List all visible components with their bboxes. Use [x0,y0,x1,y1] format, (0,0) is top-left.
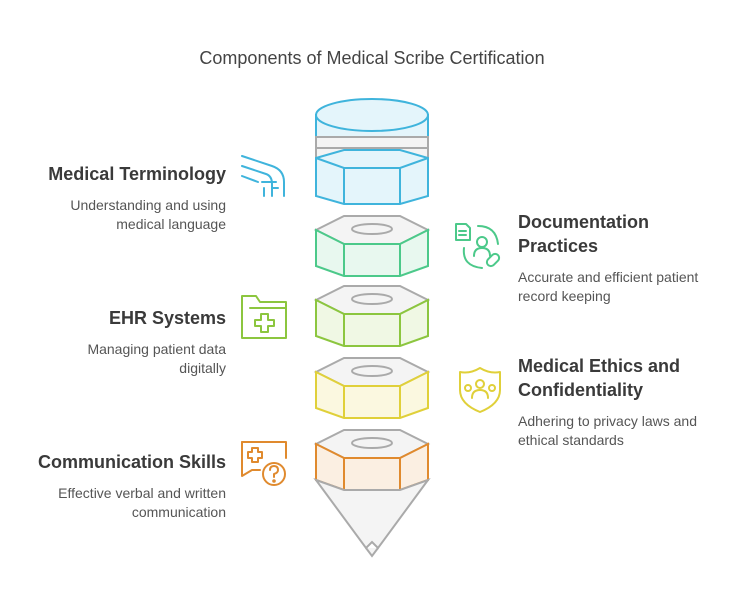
component-description: Effective verbal and written communicati… [0,484,226,522]
component-communication-skills: Communication Skills Effective verbal an… [0,450,226,522]
component-heading: Medical Ethics and Confidentiality [518,354,728,402]
component-documentation-practices: Documentation Practices Accurate and eff… [518,210,728,306]
component-description: Accurate and efficient patient record ke… [518,268,728,306]
description-line: Effective verbal and written [58,485,226,501]
chat-question-icon [241,441,287,486]
heading-line: Documentation [518,212,650,232]
description-line: Understanding and using [70,197,226,213]
pencil-segment-lime [313,285,431,347]
description-line: digitally [179,360,226,376]
component-description: Understanding and using medical language [16,196,226,234]
component-description: Managing patient data digitally [16,340,226,378]
heading-line: Confidentiality [518,380,643,400]
description-line: Adhering to privacy laws and [518,413,697,429]
pencil-segment-green [313,215,431,277]
description-line: Accurate and efficient patient [518,269,699,285]
heading-line: Practices [518,236,599,256]
component-description: Adhering to privacy laws and ethical sta… [518,412,728,450]
description-line: record keeping [518,288,611,304]
pencil-segment-orange [313,429,431,491]
component-medical-terminology: Medical Terminology Understanding and us… [16,162,226,234]
description-line: Managing patient data [87,341,226,357]
pencil-eraser-segment [315,98,429,205]
component-ehr-systems: EHR Systems Managing patient data digita… [16,306,226,378]
pencil-tip [313,477,431,558]
medical-folder-icon [241,295,287,339]
component-heading: Medical Terminology [48,164,226,184]
knee-joint-icon [241,155,285,197]
component-heading: Documentation Practices [518,210,728,258]
component-medical-ethics: Medical Ethics and Confidentiality Adher… [518,354,728,450]
pencil-segment-yellow [313,357,431,419]
description-line: ethical standards [518,432,624,448]
component-heading: Communication Skills [37,452,226,472]
heading-line: Medical Ethics and [518,356,681,376]
description-line: communication [131,504,226,520]
shield-people-icon [459,367,501,413]
description-line: medical language [116,216,226,232]
diagram-title: Components of Medical Scribe Certificati… [199,48,545,68]
component-heading: EHR Systems [108,308,226,328]
patient-record-icon [455,223,501,269]
